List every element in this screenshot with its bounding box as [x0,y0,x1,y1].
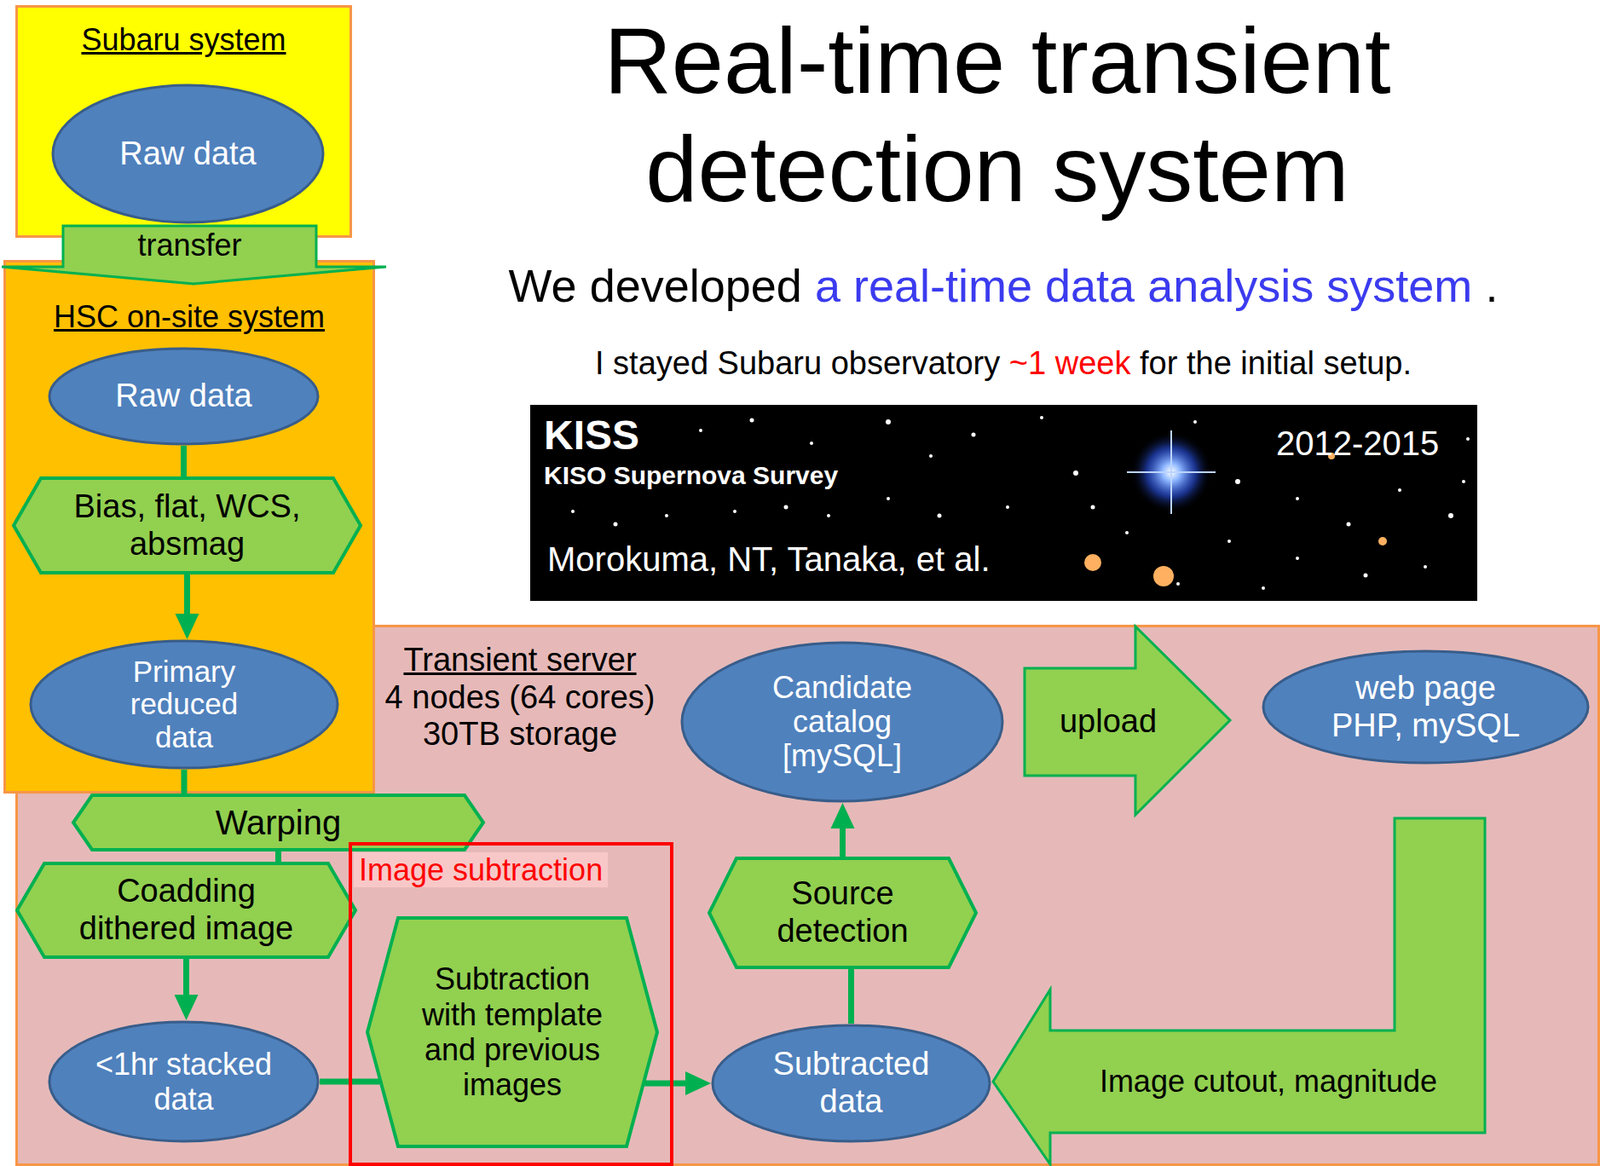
ellipse-outline [712,1025,990,1142]
region-title: Subaru system [15,22,353,58]
box-heading: Image subtraction [353,852,608,888]
hexagon-outline [73,795,484,850]
data-ellipse: Subtracted data [710,1023,992,1144]
flow-connector [848,969,855,1024]
hexagon-outline [17,863,356,958]
note-line: I stayed Subaru observatory~1 weekfor th… [409,345,1598,383]
data-ellipse: Raw data [47,346,320,446]
block-arrow-outline [1024,626,1231,815]
process-hexagon: Bias, flat, WCS, absmag [11,476,363,575]
node-label: Source detection [740,875,946,950]
orange-stars [1084,452,1387,587]
node-label: Warping [215,802,341,843]
headline-text: ~1 week [1009,345,1132,383]
flow-connector [180,445,187,477]
process-hexagon: Coadding dithered image [15,861,358,959]
node-label: Primary reduced data [120,655,249,755]
data-ellipse: Primary reduced data [28,639,340,770]
region-heading: Subaru system [15,22,353,58]
flow-connector [184,574,191,623]
ellipse-outline [52,85,324,223]
shape-outline [991,816,1487,1166]
box-title: Image subtraction [353,852,608,888]
data-ellipse: web page PHP, mySQL [1261,649,1590,765]
title: Real-time transient detection system [477,6,1518,223]
region-heading: Transient server4 nodes (64 cores) 30TB … [375,641,665,754]
flow-connector [275,851,282,862]
hexagon-outline [709,858,977,968]
region-heading: HSC on-site system [3,299,376,335]
sky [530,404,1478,601]
banner-text-area: Morokuma, NT, Tanaka, et al. [547,539,991,579]
region-title: HSC on-site system [3,299,376,335]
subtitle-line: We developeda real-time data analysis sy… [409,259,1598,312]
survey-banner: KISSKISO Supernova Survey 2012-2015Moroku… [530,404,1478,601]
feedback-arrow: Image cutout, magnitude [991,816,1487,1166]
node-label: Subtraction with template and previous i… [405,961,619,1104]
system-region: Subaru systemRaw data [15,5,353,238]
node-label: Bias, flat, WCS, absmag [59,488,316,563]
star-spike [1170,430,1173,515]
node-label: Raw data [119,135,257,174]
node-label: Raw data [115,377,253,416]
hexagon-outline [367,918,658,1147]
flow-connector [839,820,846,857]
text-area: upload [1022,668,1194,776]
node-label: Candidate catalog [mySQL] [756,670,928,775]
headline-text: I stayed Subaru observatory [594,345,1000,383]
ellipse-outline [1263,651,1589,763]
banner-text: Morokuma, NT, Tanaka, et al. [547,539,991,579]
ellipse-outline [49,1022,318,1142]
block-arrow-outline [1,225,387,284]
text-area: Image cutout, magnitude [1050,1030,1487,1133]
node-label: <1hr stacked data [73,1046,295,1118]
banner-text-area: 2012-2015 [1276,423,1439,463]
headline-text: for the initial setup. [1139,345,1412,383]
highlight-box: Image subtractionSubtraction with templa… [348,842,674,1166]
system-region: HSC on-site systemRaw dataBias, flat, WC… [3,259,376,794]
banner-text: 2012-2015 [1276,423,1439,463]
system-region: Transient server4 nodes (64 cores) 30TB … [15,624,1600,1166]
ellipse-outline [681,642,1003,802]
title-area: Real-time transient detection system [477,6,1518,223]
node-label: Image cutout, magnitude [1099,1063,1438,1099]
region-title: Transient server [375,641,665,680]
data-ellipse: Candidate catalog [mySQL] [680,641,1005,803]
banner-text-area: KISO Supernova Survey [543,461,838,491]
hexagon-outline [13,478,361,573]
headline-text: a real-time data analysis system [814,259,1473,312]
ellipse-outline [30,641,338,769]
region-note: 4 nodes (64 cores) 30TB storage [375,679,665,754]
transfer-arrow: transfer [0,224,388,286]
headline-text: . [1484,259,1498,312]
data-ellipse: Raw data [51,83,325,225]
flow-connector [183,958,190,1004]
node-label: upload [1059,703,1157,741]
process-hexagon: Subtraction with template and previous i… [365,916,659,1149]
banner-text: KISO Supernova Survey [543,461,838,491]
box-outline [350,843,672,1165]
upload-arrow: upload [1022,624,1232,817]
node-label: web page PHP, mySQL [1323,670,1529,745]
headline-text: We developed [508,259,803,312]
banner-text: KISS [543,411,640,459]
node-label: transfer [137,227,242,263]
text-area: transfer [63,224,317,267]
process-hexagon: Source detection [707,856,978,970]
ellipse-outline [49,348,318,445]
block-arrow-outline [993,818,1485,1165]
flow-connector [181,769,188,794]
banner-text-area: KISS [543,411,640,459]
flow-connector [644,1080,694,1087]
node-label: Coadding dithered image [63,872,311,948]
data-ellipse: <1hr stacked data [47,1020,320,1144]
node-label: Subtracted data [740,1045,963,1121]
